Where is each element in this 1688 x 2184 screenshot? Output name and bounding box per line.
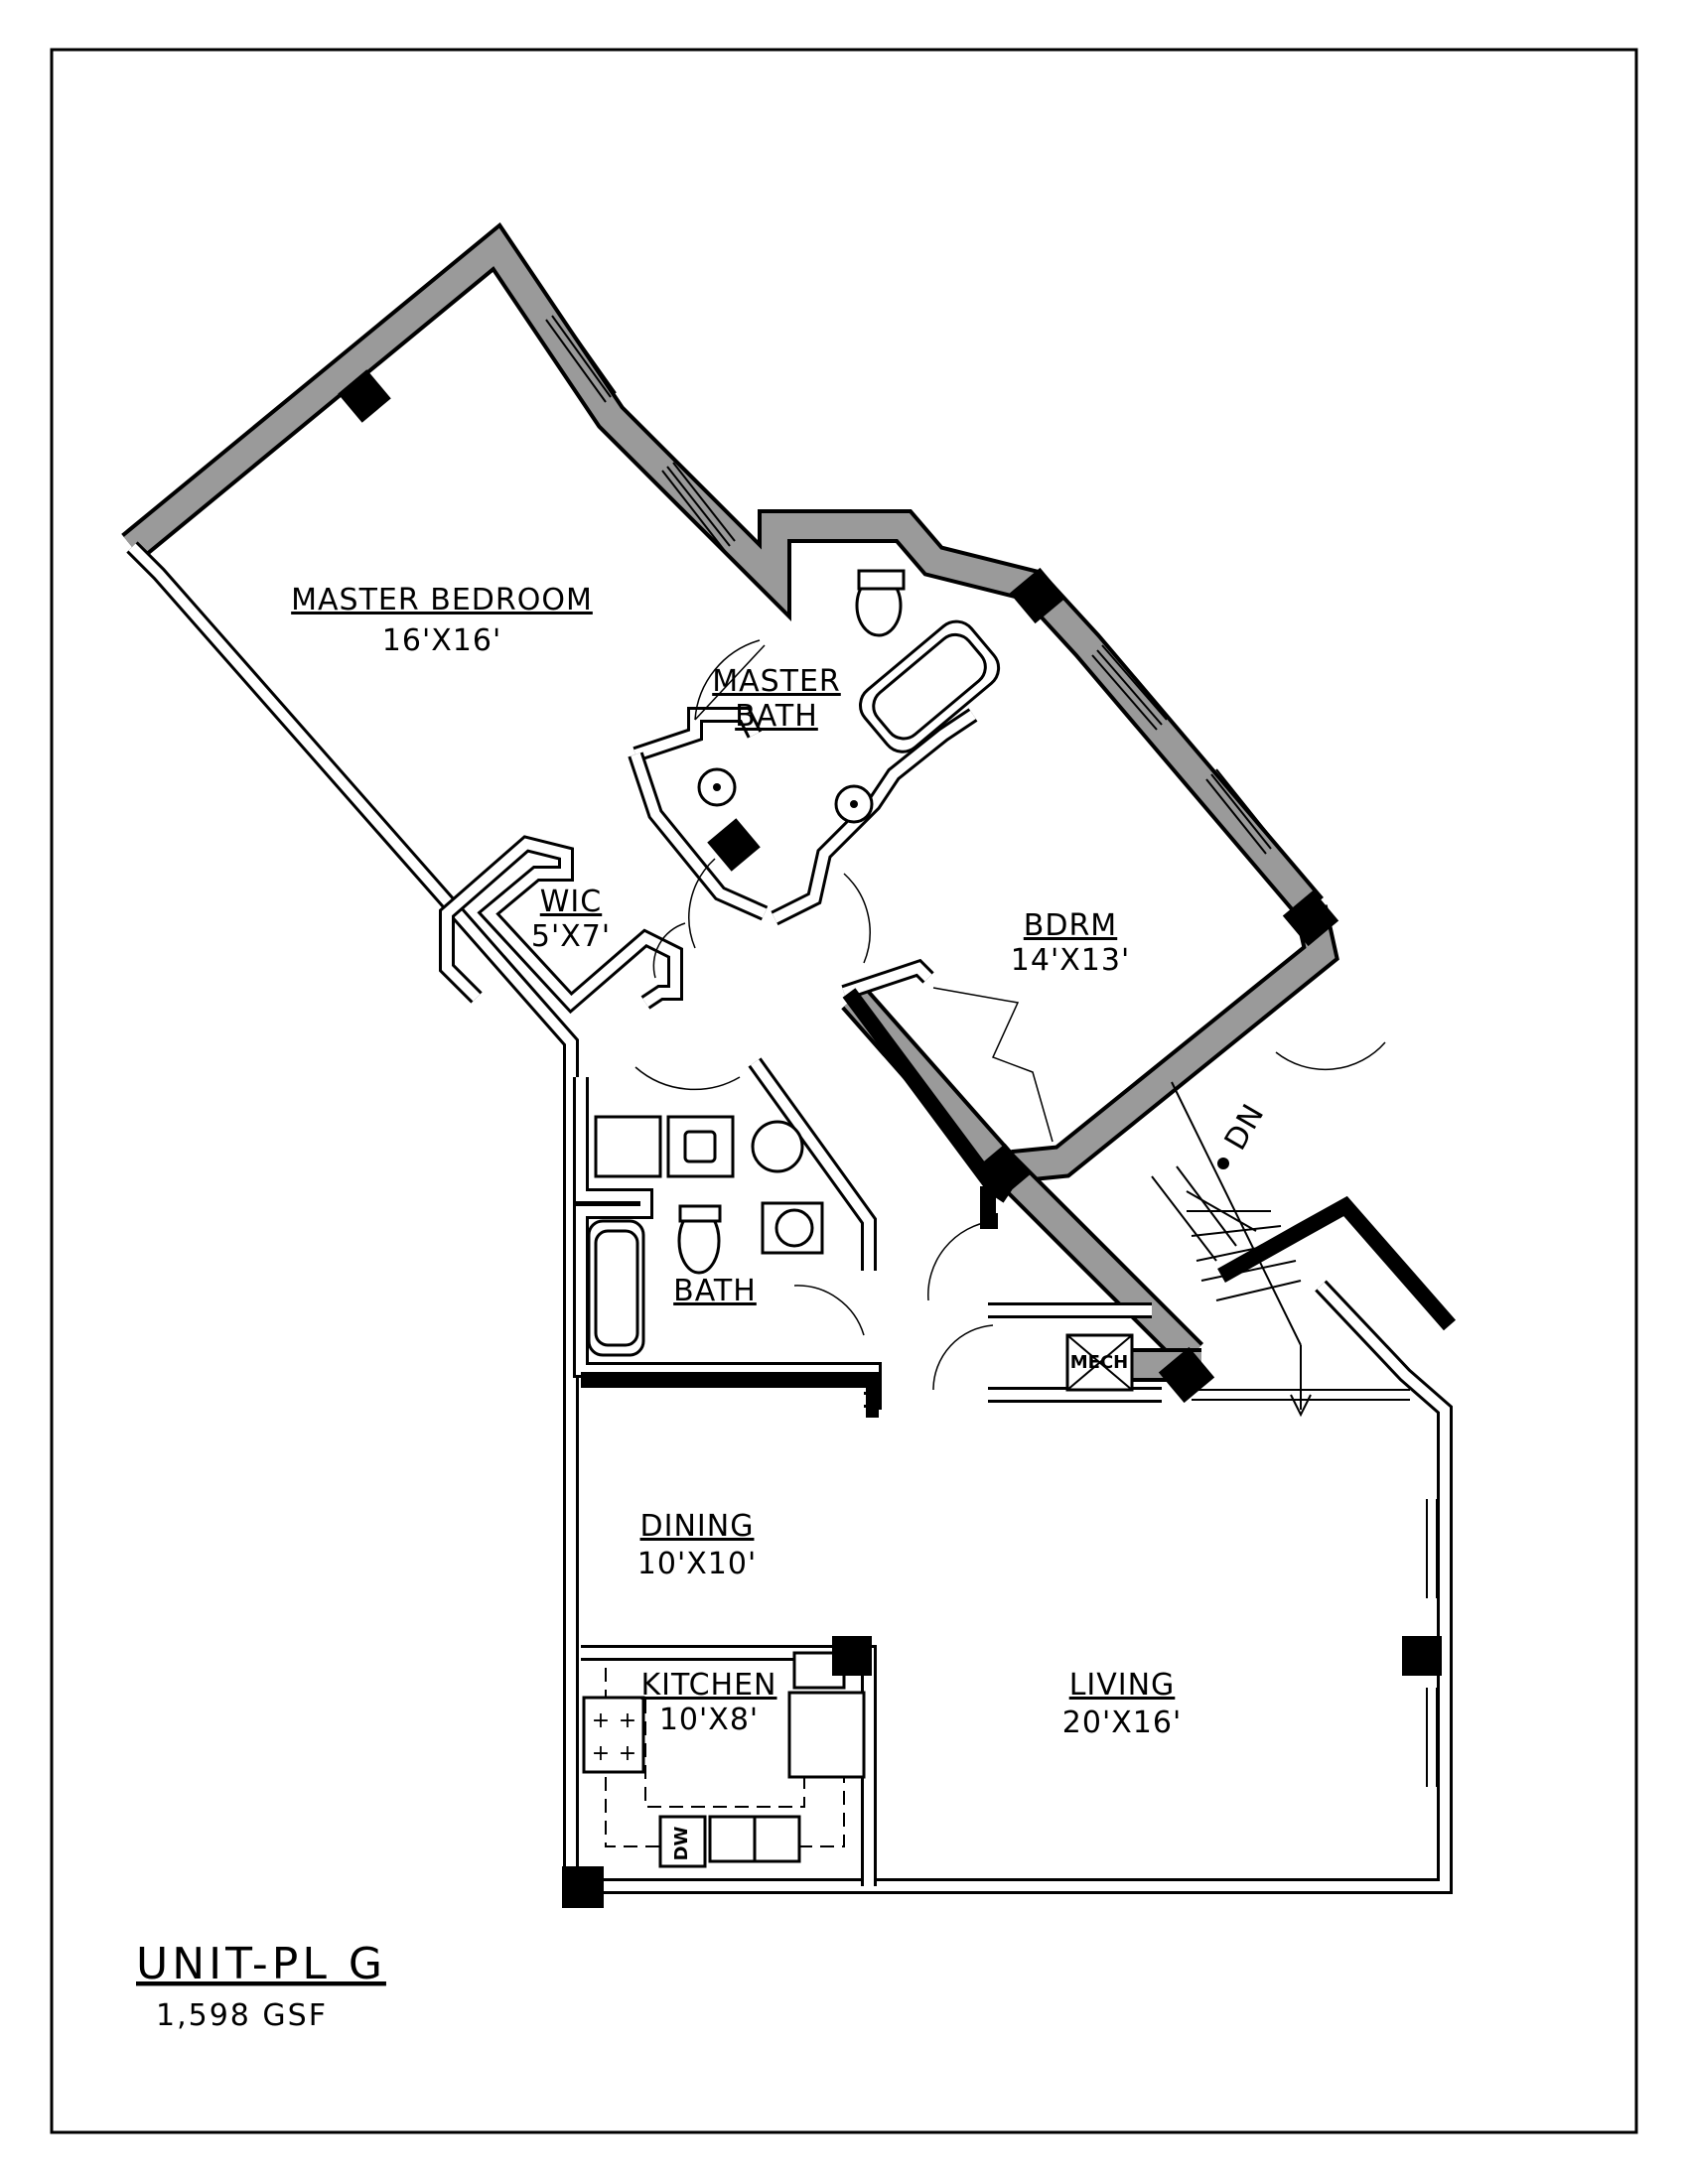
master-bath-label-line2: BATH — [735, 699, 818, 734]
wic-label: WIC — [540, 885, 602, 919]
mech-label: MECH — [1070, 1352, 1128, 1373]
stair-down-label: DN — [1218, 1098, 1272, 1157]
dishwasher-icon — [658, 1815, 707, 1868]
door-swings — [634, 639, 1386, 1391]
refrigerator-icon — [787, 1691, 866, 1779]
sink-icon — [774, 1208, 814, 1248]
structural-columns — [338, 369, 1442, 1908]
dishwasher-label: DW — [671, 1826, 692, 1860]
svg-text:+: + — [619, 1741, 636, 1766]
living-label: LIVING — [1069, 1668, 1176, 1703]
bdrm-size: 14'X13' — [1011, 943, 1130, 978]
bath-label: BATH — [673, 1274, 757, 1308]
living-size: 20'X16' — [1062, 1706, 1182, 1740]
title-block: UNIT-PL G 1,598 GSF — [136, 1939, 386, 2033]
range-icon — [582, 1696, 645, 1774]
master-bath-label-line1: MASTER — [712, 664, 841, 699]
windows — [545, 311, 1438, 1787]
dining-label: DINING — [640, 1509, 755, 1544]
unit-area: 1,598 GSF — [156, 1998, 328, 2033]
bdrm-label: BDRM — [1024, 908, 1117, 943]
wic-size: 5'X7' — [531, 919, 611, 954]
sheet-border — [50, 48, 1638, 2134]
unit-name: UNIT-PL G — [136, 1939, 386, 1989]
kitchen-size: 10'X8' — [659, 1703, 759, 1737]
svg-text:+: + — [592, 1741, 610, 1766]
dining-size: 10'X10' — [637, 1547, 757, 1581]
water-heater-icon — [751, 1120, 804, 1173]
room-labels: MASTER BEDROOM 16'X16' MASTER BATH WIC 5… — [291, 583, 1182, 1740]
fixtures: MECH + + + + DW — [582, 569, 1134, 1868]
svg-text:+: + — [592, 1708, 610, 1733]
master-bedroom-size: 16'X16' — [382, 623, 501, 658]
master-bedroom-label: MASTER BEDROOM — [291, 583, 593, 617]
exterior-walls — [121, 221, 1339, 1382]
washer-icon — [594, 1115, 662, 1178]
svg-text:+: + — [619, 1708, 636, 1733]
kitchen-label: KITCHEN — [641, 1668, 777, 1703]
kitchen-sink-icon — [708, 1815, 757, 1863]
